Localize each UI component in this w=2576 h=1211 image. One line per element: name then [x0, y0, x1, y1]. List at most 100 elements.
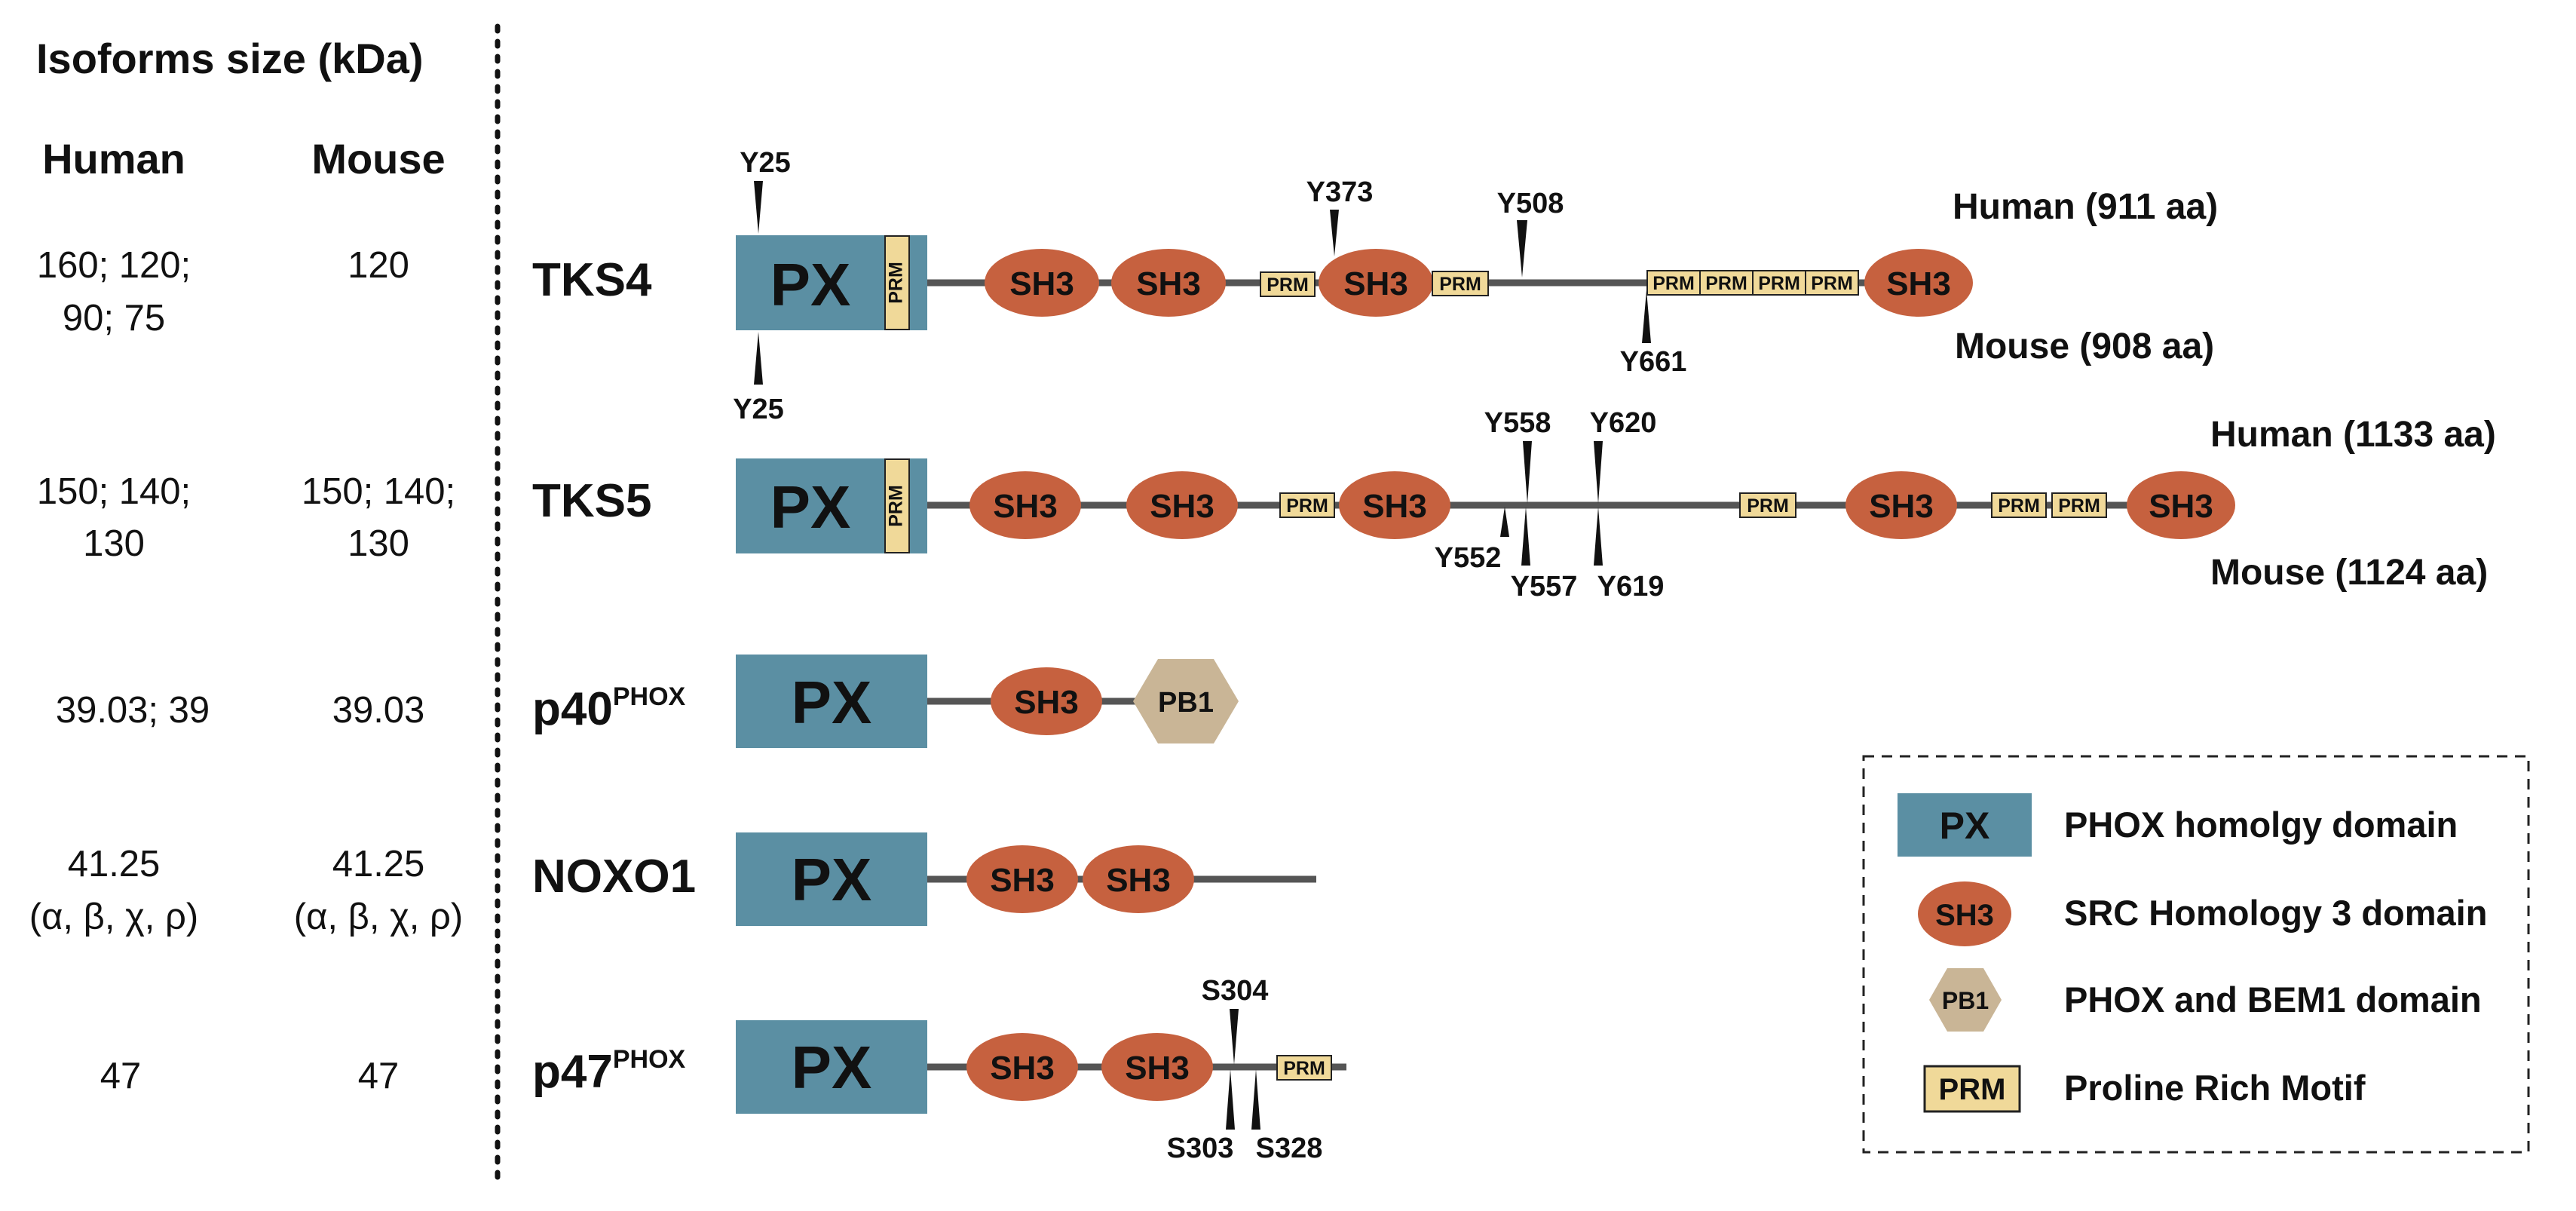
tks5-prm-4-label: PRM: [1998, 495, 2040, 517]
p40phox-diagram: PX SH3 PB1: [736, 655, 1239, 748]
noxo1-sh3-2: [1083, 845, 1194, 913]
legend-sh3-label: SRC Homology 3 domain: [2064, 893, 2487, 933]
tks5-site-y620: Y620: [1590, 407, 1657, 439]
p47-human-size: 47: [100, 1056, 142, 1096]
p47phox-prm-label: PRM: [1283, 1058, 1325, 1079]
tks4-prm-5-label: PRM: [1705, 273, 1747, 294]
tks4-site-y508-marker: [1517, 220, 1527, 277]
tks5-prm-4: [1991, 492, 2047, 518]
p40phox-pb1-label: PB1: [1158, 687, 1214, 719]
legend-prm-label: Proline Rich Motif: [2064, 1068, 2366, 1108]
tks5-human-size-line1: 150; 140;: [37, 471, 191, 512]
tks4-site-y25-bottom: Y25: [733, 394, 784, 425]
noxo1-mouse-size-line1: 41.25: [332, 844, 425, 884]
p40phox-sh3-label: SH3: [1014, 684, 1079, 721]
protein-name-noxo1: NOXO1: [532, 851, 696, 903]
tks4-prm-3-label: PRM: [1439, 274, 1481, 295]
p47phox-sh3-2: [1101, 1033, 1213, 1101]
tks5-prm-5-label: PRM: [2058, 495, 2100, 517]
p47phox-site-s303-marker: [1226, 1069, 1235, 1130]
tks4-site-y373: Y373: [1306, 176, 1374, 208]
tks5-sh3-4-label: SH3: [1869, 488, 1934, 525]
legend-prm-swatch: [1923, 1065, 2021, 1113]
human-column-header: Human: [42, 135, 185, 182]
mouse-column-header: Mouse: [311, 135, 445, 182]
tks4-sh3-1: [985, 249, 1099, 317]
p47phox-sh3-1-label: SH3: [990, 1050, 1055, 1087]
tks4-site-y25-top: Y25: [740, 147, 791, 179]
p47phox-sh3-1: [966, 1033, 1078, 1101]
tks5-site-y552: Y552: [1435, 542, 1502, 574]
tks5-site-y619-marker: [1594, 507, 1603, 566]
noxo1-diagram: PX SH3 SH3: [736, 832, 1316, 926]
tks4-site-y508: Y508: [1497, 188, 1564, 219]
tks4-prm-6-label: PRM: [1758, 273, 1800, 294]
tks4-sh3-1-label: SH3: [1009, 265, 1074, 302]
legend-pb1-symbol: PB1: [1942, 987, 1989, 1014]
noxo1-px-label: PX: [792, 846, 872, 913]
tks4-sh3-3-label: SH3: [1343, 265, 1408, 302]
tks5-sh3-5: [2127, 471, 2235, 539]
tks4-human-size-line2: 90; 75: [63, 298, 165, 339]
tks5-mouse-size-line1: 150; 140;: [302, 471, 455, 512]
tks4-prm-1-label: PRM: [886, 262, 907, 304]
tks5-sh3-2-label: SH3: [1150, 488, 1214, 525]
legend-box: [1862, 755, 2530, 1154]
tks5-site-y552-marker: [1500, 507, 1509, 537]
noxo1-human-size-line2: (α, β, χ, ρ): [29, 897, 198, 937]
tks4-px-label: PX: [770, 251, 851, 318]
tks4-site-y373-marker: [1330, 210, 1339, 256]
tks5-sh3-1-label: SH3: [993, 488, 1058, 525]
tks4-site-y661: Y661: [1620, 346, 1687, 378]
tks4-human-size-line1: 160; 120;: [37, 245, 191, 286]
noxo1-px-domain: [736, 832, 927, 926]
legend-pb1-swatch: [1929, 968, 2002, 1032]
tks5-site-y619: Y619: [1597, 571, 1665, 602]
tks5-site-y558-marker: [1523, 441, 1532, 504]
tks4-prm-2: [1260, 271, 1316, 297]
protein-name-tks5: TKS5: [532, 475, 651, 527]
p40-mouse-size: 39.03: [332, 690, 425, 731]
tks5-sh3-3-label: SH3: [1362, 488, 1427, 525]
tks4-prm-7: [1805, 270, 1859, 296]
tks5-site-y558: Y558: [1484, 407, 1551, 439]
noxo1-sh3-1: [966, 845, 1078, 913]
tks4-prm-2-label: PRM: [1267, 274, 1309, 296]
isoforms-size-title: Isoforms size (kDa): [36, 35, 424, 82]
protein-name-p40: p40PHOX: [532, 682, 686, 735]
tks4-sh3-4: [1864, 249, 1973, 317]
tks5-diagram: PX PRM SH3 SH3 PRM SH3 PRM SH3 PRM PRM S…: [736, 407, 2496, 602]
tks4-sh3-4-label: SH3: [1886, 265, 1951, 302]
p47phox-site-s328: S328: [1256, 1133, 1323, 1164]
tks5-site-y620-marker: [1594, 441, 1603, 504]
p47phox-site-s304: S304: [1202, 975, 1269, 1007]
tks5-sh3-2: [1126, 471, 1238, 539]
p40phox-px-domain: [736, 655, 927, 748]
tks5-px-label: PX: [770, 474, 851, 541]
tks5-length-mouse: Mouse (1124 aa): [2210, 553, 2488, 593]
tks4-site-y25-top-marker: [754, 181, 763, 234]
p47phox-site-s303: S303: [1167, 1133, 1234, 1164]
p40phox-px-label: PX: [792, 669, 872, 736]
tks4-sh3-3: [1319, 249, 1433, 317]
tks5-sh3-5-label: SH3: [2149, 488, 2213, 525]
tks5-prm-1: [884, 458, 910, 553]
tks5-mouse-size-line2: 130: [348, 523, 409, 564]
p47phox-site-s304-marker: [1230, 1009, 1239, 1065]
legend-prm-symbol: PRM: [1939, 1073, 2006, 1106]
noxo1-sh3-1-label: SH3: [990, 862, 1055, 899]
legend: PX PHOX homolgy domain SH3 SRC Homology …: [1862, 755, 2530, 1154]
p47phox-site-s328-marker: [1251, 1069, 1260, 1130]
p40phox-pb1-domain: [1133, 659, 1239, 743]
tks5-sh3-3: [1339, 471, 1450, 539]
tks4-prm-1: [884, 235, 910, 330]
tks4-site-y661-marker: [1642, 290, 1651, 343]
tks4-prm-4-label: PRM: [1652, 273, 1695, 294]
tks5-length-human: Human (1133 aa): [2210, 415, 2496, 455]
tks4-site-y25-bottom-marker: [754, 332, 763, 385]
legend-px-symbol: PX: [1940, 805, 1990, 847]
tks4-mouse-size: 120: [348, 245, 409, 286]
tks4-prm-3: [1432, 271, 1489, 296]
protein-name-tks4: TKS4: [532, 254, 652, 306]
p47phox-px-label: PX: [792, 1034, 872, 1101]
